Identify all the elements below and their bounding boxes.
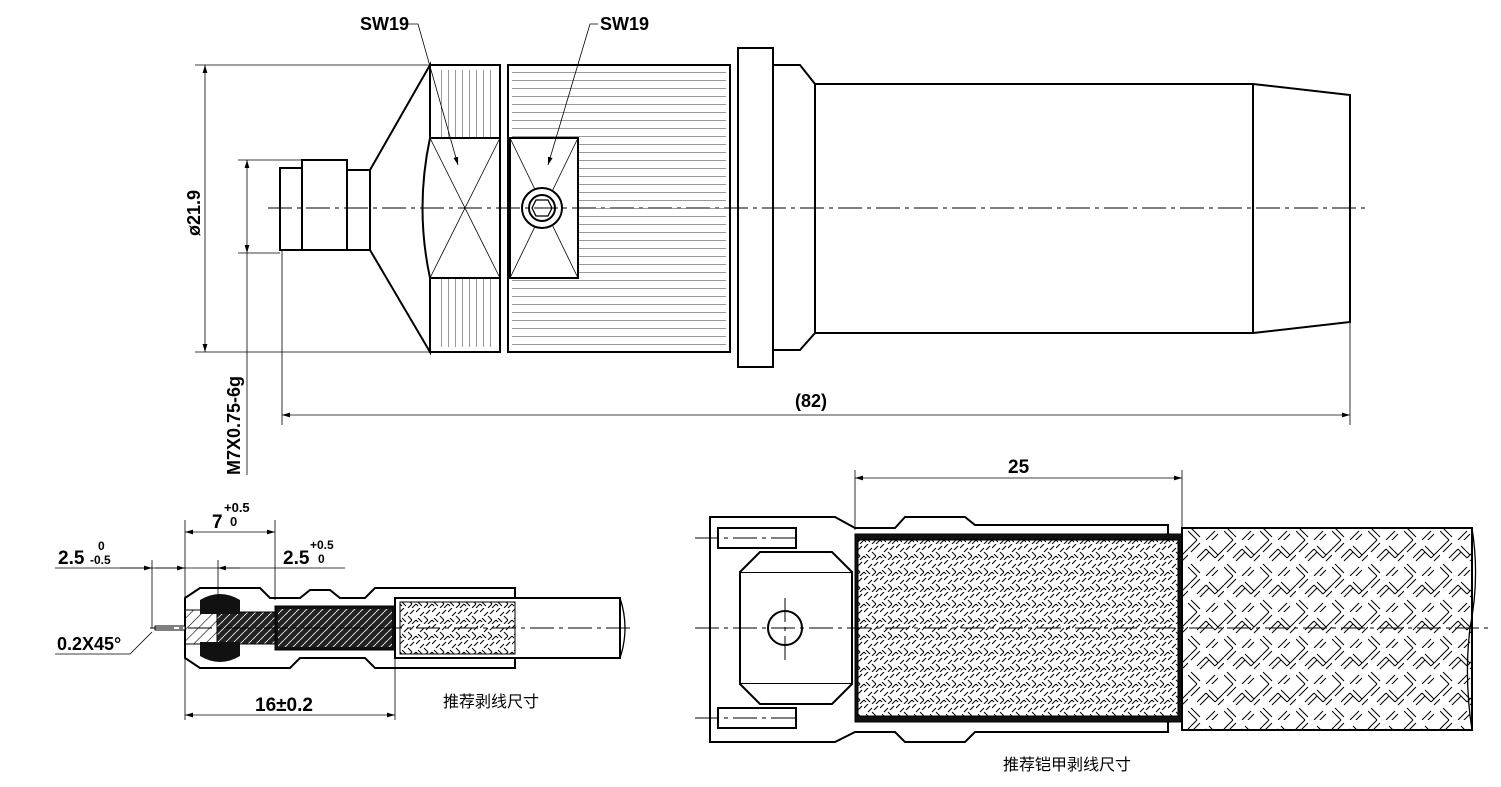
- wrench-size-label-left: SW19: [360, 14, 409, 34]
- strip-dim-2-5-right: 2.5: [283, 548, 310, 569]
- strip-length-section: 7 +0.5 0 2.5 0 -0.5 2.5 +0.5 0 0.2X45° 1…: [55, 500, 630, 720]
- hex-socket-icon: [531, 199, 553, 217]
- armor-caption: 推荐铠甲剥线尺寸: [1003, 755, 1131, 774]
- chamfer-callout: 0.2X45°: [57, 634, 121, 654]
- strip-dim-2-5-right-lower-tol: 0: [318, 552, 325, 566]
- strip-dim-2-5-left-lower-tol: -0.5: [90, 553, 111, 567]
- thread-end: [279, 167, 303, 251]
- thread-neck: [346, 169, 371, 251]
- strip-dim-2-5-right-upper-tol: +0.5: [310, 538, 334, 552]
- connector-side-view: SW19 SW19 ø21.9 M7X0.75-6g (82): [184, 14, 1365, 475]
- strip-dim-2-5-left: 2.5: [58, 548, 85, 569]
- strip-dim-7-upper-tol: +0.5: [224, 500, 250, 515]
- wrench-size-label-right: SW19: [600, 14, 649, 34]
- diameter-dimension: ø21.9: [184, 190, 204, 236]
- strip-dim-2-5-left-upper-tol: 0: [98, 539, 105, 553]
- thread-dimension: M7X0.75-6g: [224, 376, 244, 475]
- armor-dim-25: 25: [1008, 457, 1030, 478]
- strip-caption: 推荐剥线尺寸: [443, 692, 539, 711]
- armor-strip-section: 25 推荐铠甲剥线尺寸: [695, 457, 1490, 774]
- strip-dim-7: 7: [212, 512, 223, 533]
- overall-length-dimension: (82): [795, 391, 827, 411]
- strip-dim-7-lower-tol: 0: [230, 514, 237, 529]
- strip-dim-16: 16±0.2: [255, 695, 313, 716]
- thread-body: [301, 159, 348, 251]
